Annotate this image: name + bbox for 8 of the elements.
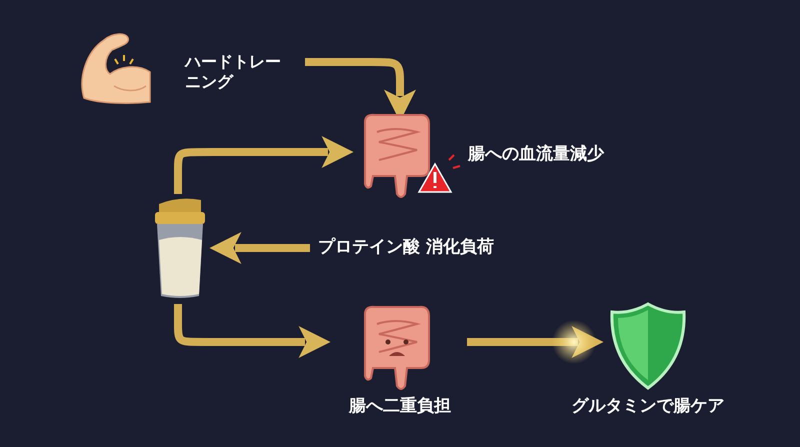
node-label: ハードトレーニング xyxy=(185,52,282,92)
arrow xyxy=(174,304,331,358)
node-label: 腸へ二重負担 xyxy=(348,396,452,418)
node-label: プロテイン酸 消化負荷 xyxy=(318,237,495,258)
node-label: グルタミンで腸ケア xyxy=(570,396,726,418)
node-label: 腸への血流量減少 xyxy=(468,144,606,166)
arrow xyxy=(209,232,310,264)
arrow xyxy=(174,136,354,194)
